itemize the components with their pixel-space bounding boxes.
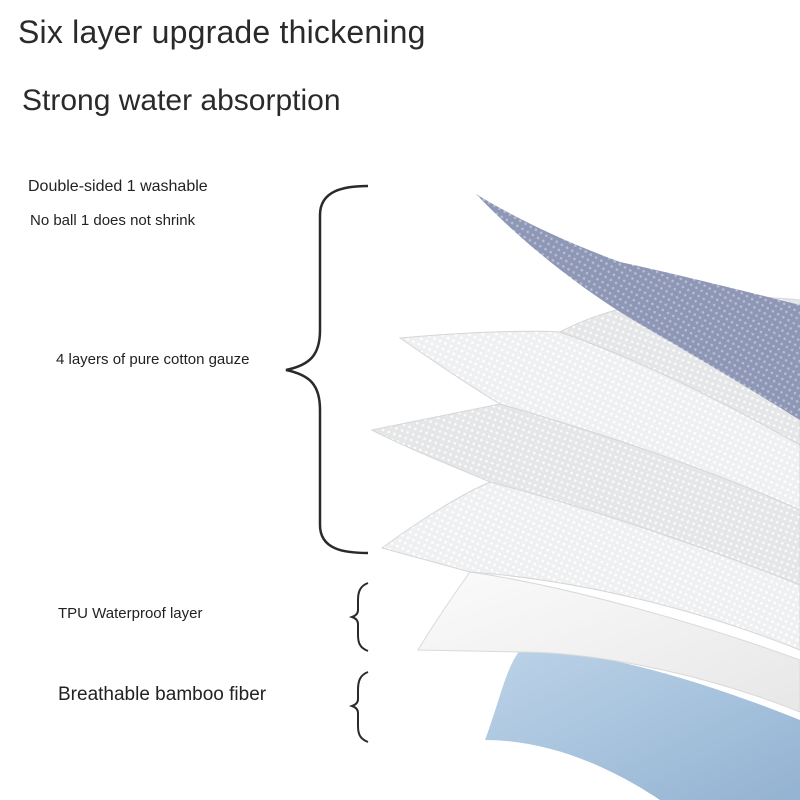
page-subtitle: Strong water absorption — [22, 84, 341, 117]
label-bamboo: Breathable bamboo fiber — [58, 684, 267, 705]
gauze-bracket — [285, 184, 369, 555]
tpu-bracket — [348, 582, 369, 652]
tpu-waterproof-layer — [417, 571, 800, 713]
page-title: Six layer upgrade thickening — [18, 14, 426, 50]
gauze-layer-2 — [398, 330, 800, 511]
label-no-ball: No ball 1 does not shrink — [30, 212, 196, 229]
bamboo-bracket — [348, 671, 369, 743]
bamboo-fiber-layer — [485, 650, 800, 800]
label-tpu: TPU Waterproof layer — [58, 605, 203, 622]
top-grey-blue-layer — [476, 194, 800, 420]
gauze-layer-3 — [370, 403, 800, 586]
label-double-sided: Double-sided 1 washable — [28, 178, 208, 195]
label-gauze: 4 layers of pure cotton gauze — [56, 351, 250, 368]
